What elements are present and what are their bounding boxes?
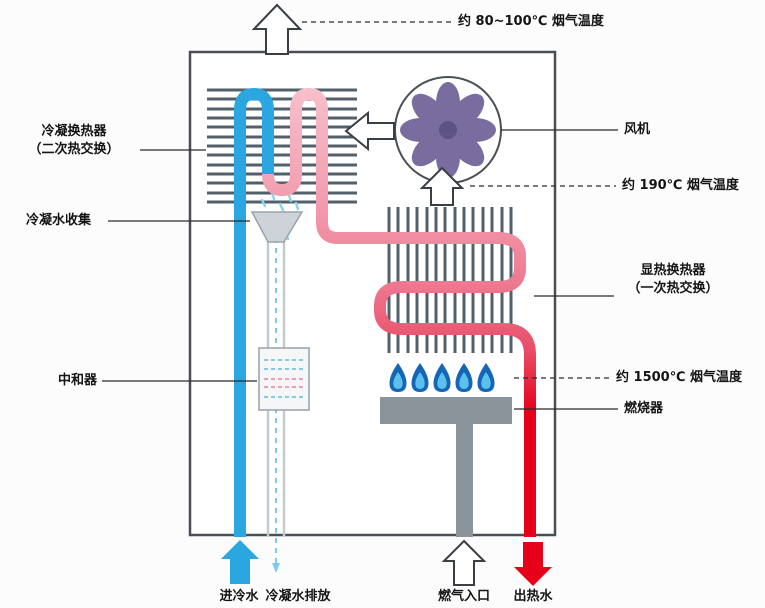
exhaust-arrow-icon: [251, 3, 303, 55]
sensible-exchanger-label-line2: （一次热交换）: [627, 281, 719, 297]
condensate-funnel: [250, 211, 304, 243]
sensible-exchanger-fins: [387, 207, 513, 353]
gas-inlet-arrow-icon: [441, 539, 487, 586]
fan-label: 风机: [624, 122, 651, 137]
sensible-exchanger-label: 显热换热器 （一次热交换）: [608, 262, 738, 298]
hot-water-out-label: 出热水: [513, 589, 553, 604]
condensing-exchanger-label-line2: （二次热交换）: [28, 142, 120, 158]
cold-water-in-label: 进冷水: [219, 589, 259, 604]
cold-inlet-arrow-icon: [221, 540, 259, 584]
burner-label: 燃烧器: [624, 401, 664, 416]
gas-inlet-label: 燃气入口: [437, 589, 490, 604]
sensible-exchanger-label-line1: 显热换热器: [640, 263, 706, 278]
flue-1500-label: 约 1500℃ 烟气温度: [616, 370, 742, 385]
neutralizer-label: 中和器: [58, 373, 98, 388]
cold-water-pipe: [234, 87, 274, 537]
condensate-drain-label: 冷凝水排放: [265, 589, 331, 604]
flue-left-arrow-icon: [344, 110, 395, 152]
burner-body: [380, 397, 512, 424]
connector-lines: [102, 21, 618, 410]
warm-water-coil: [262, 87, 536, 537]
gas-pipe: [456, 420, 473, 537]
flue-190-label: 约 190℃ 烟气温度: [622, 178, 739, 193]
condensate-drain-arrowhead: [272, 563, 280, 573]
condensing-exchanger-label: 冷凝换热器 （二次热交换）: [10, 123, 138, 159]
condensate-collection-label: 冷凝水收集: [26, 213, 92, 228]
fan-icon: [394, 76, 502, 184]
hot-outlet-arrow-icon: [514, 542, 552, 586]
top-flue-label: 约 80~100℃ 烟气温度: [458, 14, 604, 29]
condensing-exchanger-label-line1: 冷凝换热器: [41, 124, 107, 139]
flue-up-arrow-icon: [419, 166, 465, 206]
neutralizer-unit: [258, 347, 310, 411]
